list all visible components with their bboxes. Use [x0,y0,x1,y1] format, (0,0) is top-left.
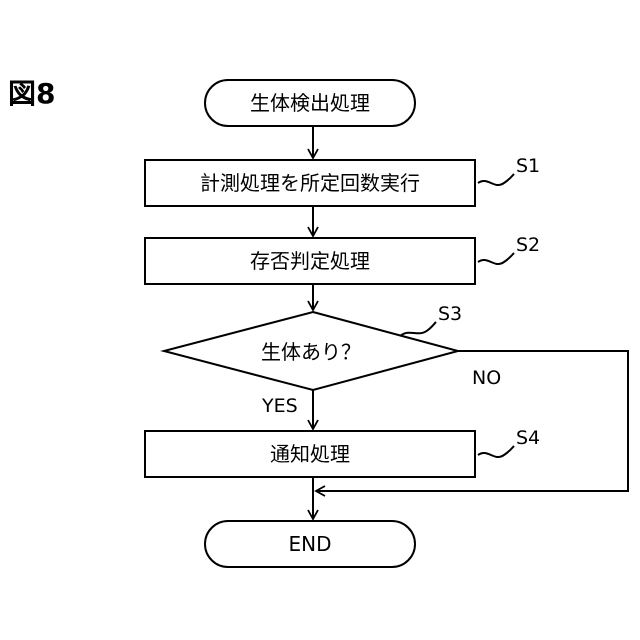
process-label-s1: 計測処理を所定回数実行 [200,171,420,195]
branch-label-yes: YES [261,395,298,417]
step-leader-s2 [478,253,514,264]
decision-label-s3: 生体あり？ [261,340,361,364]
branch-label-no: NO [472,367,501,389]
step-leader-s4 [478,446,514,457]
step-leader-s3 [400,322,436,336]
step-label-s3: S3 [438,303,462,325]
figure-label: 図8 [8,77,55,110]
end-terminal-label: END [289,532,332,556]
start-terminal-label: 生体検出処理 [250,91,370,115]
step-label-s4: S4 [516,427,540,449]
process-label-s4: 通知処理 [270,442,350,466]
step-leader-s1 [478,174,514,185]
step-label-s2: S2 [516,234,540,256]
step-label-s1: S1 [516,155,540,177]
process-label-s2: 存否判定処理 [250,249,370,273]
